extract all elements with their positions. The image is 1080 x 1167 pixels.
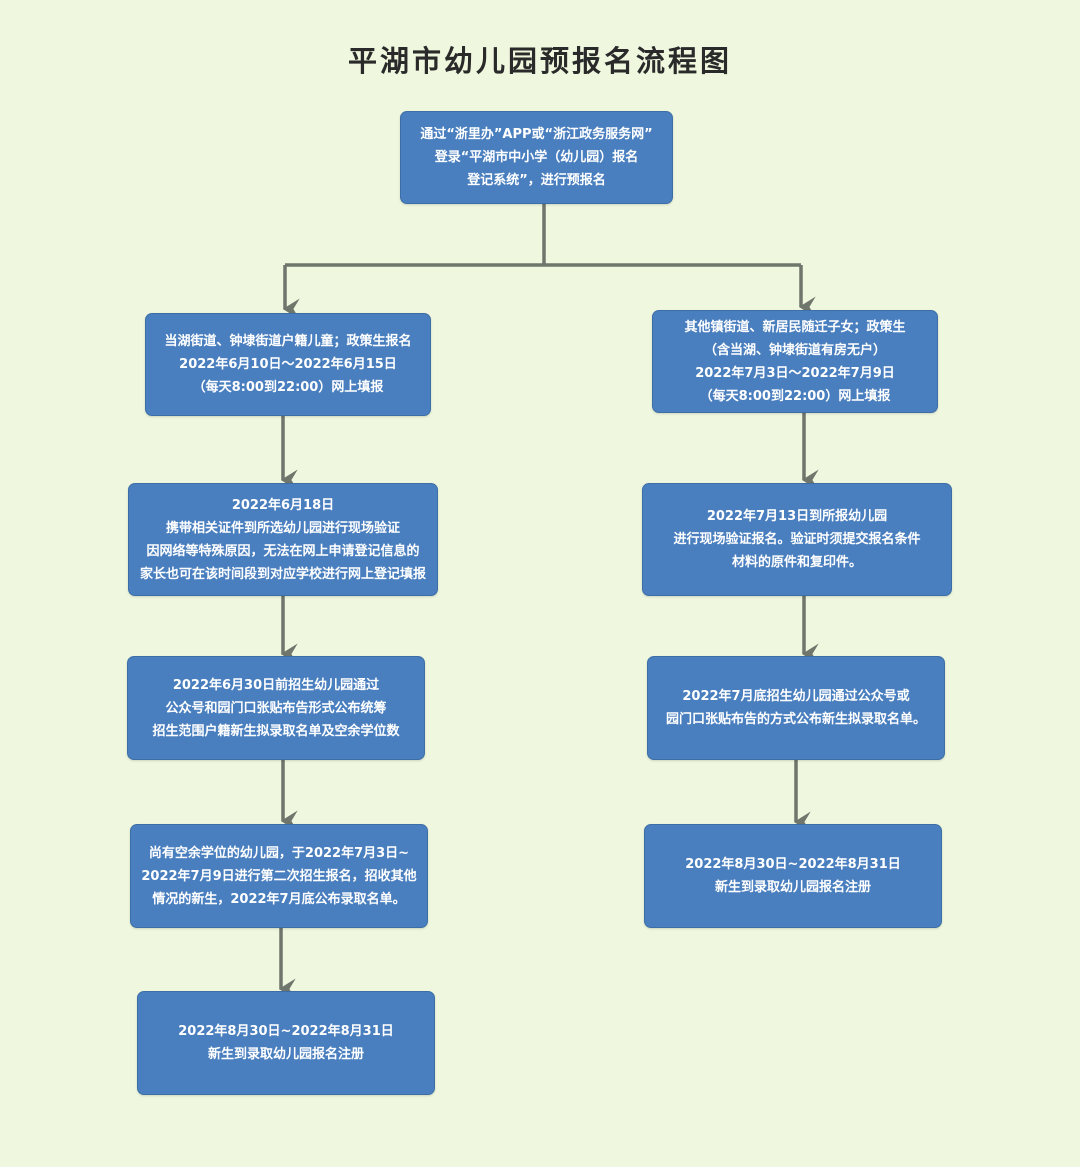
step-text-line: 因网络等特殊原因，无法在网上申请登记信息的 (146, 543, 420, 559)
left-step-4: 尚有空余学位的幼儿园，于2022年7月3日~ 2022年7月9日进行第二次招生报… (130, 824, 428, 928)
step-text-line: 2022年7月9日进行第二次招生报名，招收其他 (141, 868, 417, 884)
left-step-3: 2022年6月30日前招生幼儿园通过 公众号和园门口张贴布告形式公布统筹 招生范… (127, 656, 425, 760)
step-text-line: 招生范围户籍新生拟录取名单及空余学位数 (152, 723, 400, 739)
step-text-line: 当湖街道、钟埭街道户籍儿童；政策生报名 (164, 334, 412, 349)
step-text-line: （每天8:00到22:00）网上填报 (192, 380, 384, 395)
step-text-line: 其他镇街道、新居民随迁子女；政策生 (684, 319, 906, 335)
step-text-line: 2022年6月30日前招生幼儿园通过 (172, 677, 380, 693)
right-step-4: 2022年8月30日~2022年8月31日 新生到录取幼儿园报名注册 (644, 824, 942, 928)
step-text-line: 公众号和园门口张贴布告形式公布统筹 (165, 700, 387, 716)
right-step-2: 2022年7月13日到所报幼儿园 进行现场验证报名。验证时须提交报名条件 材料的… (642, 483, 952, 596)
left-step-5: 2022年8月30日~2022年8月31日 新生到录取幼儿园报名注册 (137, 991, 435, 1095)
left-step-1: 当湖街道、钟埭街道户籍儿童；政策生报名 2022年6月10日～2022年6月15… (145, 313, 431, 416)
step-text-line: 2022年7月底招生幼儿园通过公众号或 (682, 689, 910, 704)
step-text-line: 园门口张贴布告的方式公布新生拟录取名单。 (665, 712, 926, 727)
left-step-2: 2022年6月18日 携带相关证件到所选幼儿园进行现场验证 因网络等特殊原因，无… (128, 483, 438, 596)
page-title: 平湖市幼儿园预报名流程图 (347, 44, 732, 78)
step-text-line: 情况的新生，2022年7月底公布录取名单。 (152, 891, 406, 907)
right-step-3: 2022年7月底招生幼儿园通过公众号或 园门口张贴布告的方式公布新生拟录取名单。 (647, 656, 945, 760)
step-text-line: 尚有空余学位的幼儿园，于2022年7月3日~ (148, 845, 410, 861)
step-text-line: 家长也可在该时间段到对应学校进行网上登记填报 (139, 566, 426, 582)
step-text-line: 进行现场验证报名。验证时须提交报名条件 (673, 532, 921, 547)
step-text-line: 2022年8月30日~2022年8月31日 (178, 1024, 394, 1039)
step-text-line: 2022年7月3日～2022年7月9日 (695, 365, 895, 381)
step-text-line: 2022年6月18日 (231, 497, 335, 513)
step-text-line: （每天8:00到22:00）网上填报 (699, 388, 891, 404)
step-box-start: 通过“浙里办”APP或“浙江政务服务网” 登录“平湖市中小学（幼儿园）报名 登记… (400, 111, 673, 204)
right-step-1: 其他镇街道、新居民随迁子女；政策生 （含当湖、钟埭街道有房无户） 2022年7月… (652, 310, 938, 413)
step-text-line: 2022年8月30日~2022年8月31日 (685, 857, 901, 872)
step-text-line: 2022年7月13日到所报幼儿园 (706, 509, 888, 524)
step-text-line: 材料的原件和复印件。 (731, 555, 862, 570)
step-text-line: 新生到录取幼儿园报名注册 (714, 880, 871, 895)
step-text-line: 登录“平湖市中小学（幼儿园）报名 (434, 150, 639, 165)
step-text-line: 新生到录取幼儿园报名注册 (207, 1047, 364, 1062)
step-text-line: 2022年6月10日～2022年6月15日 (179, 357, 397, 372)
step-text-line: 携带相关证件到所选幼儿园进行现场验证 (165, 520, 400, 536)
step-text-line: 通过“浙里办”APP或“浙江政务服务网” (420, 127, 653, 142)
step-text-line: （含当湖、钟埭街道有房无户） (703, 342, 886, 358)
step-text-line: 登记系统”，进行预报名 (467, 173, 606, 188)
